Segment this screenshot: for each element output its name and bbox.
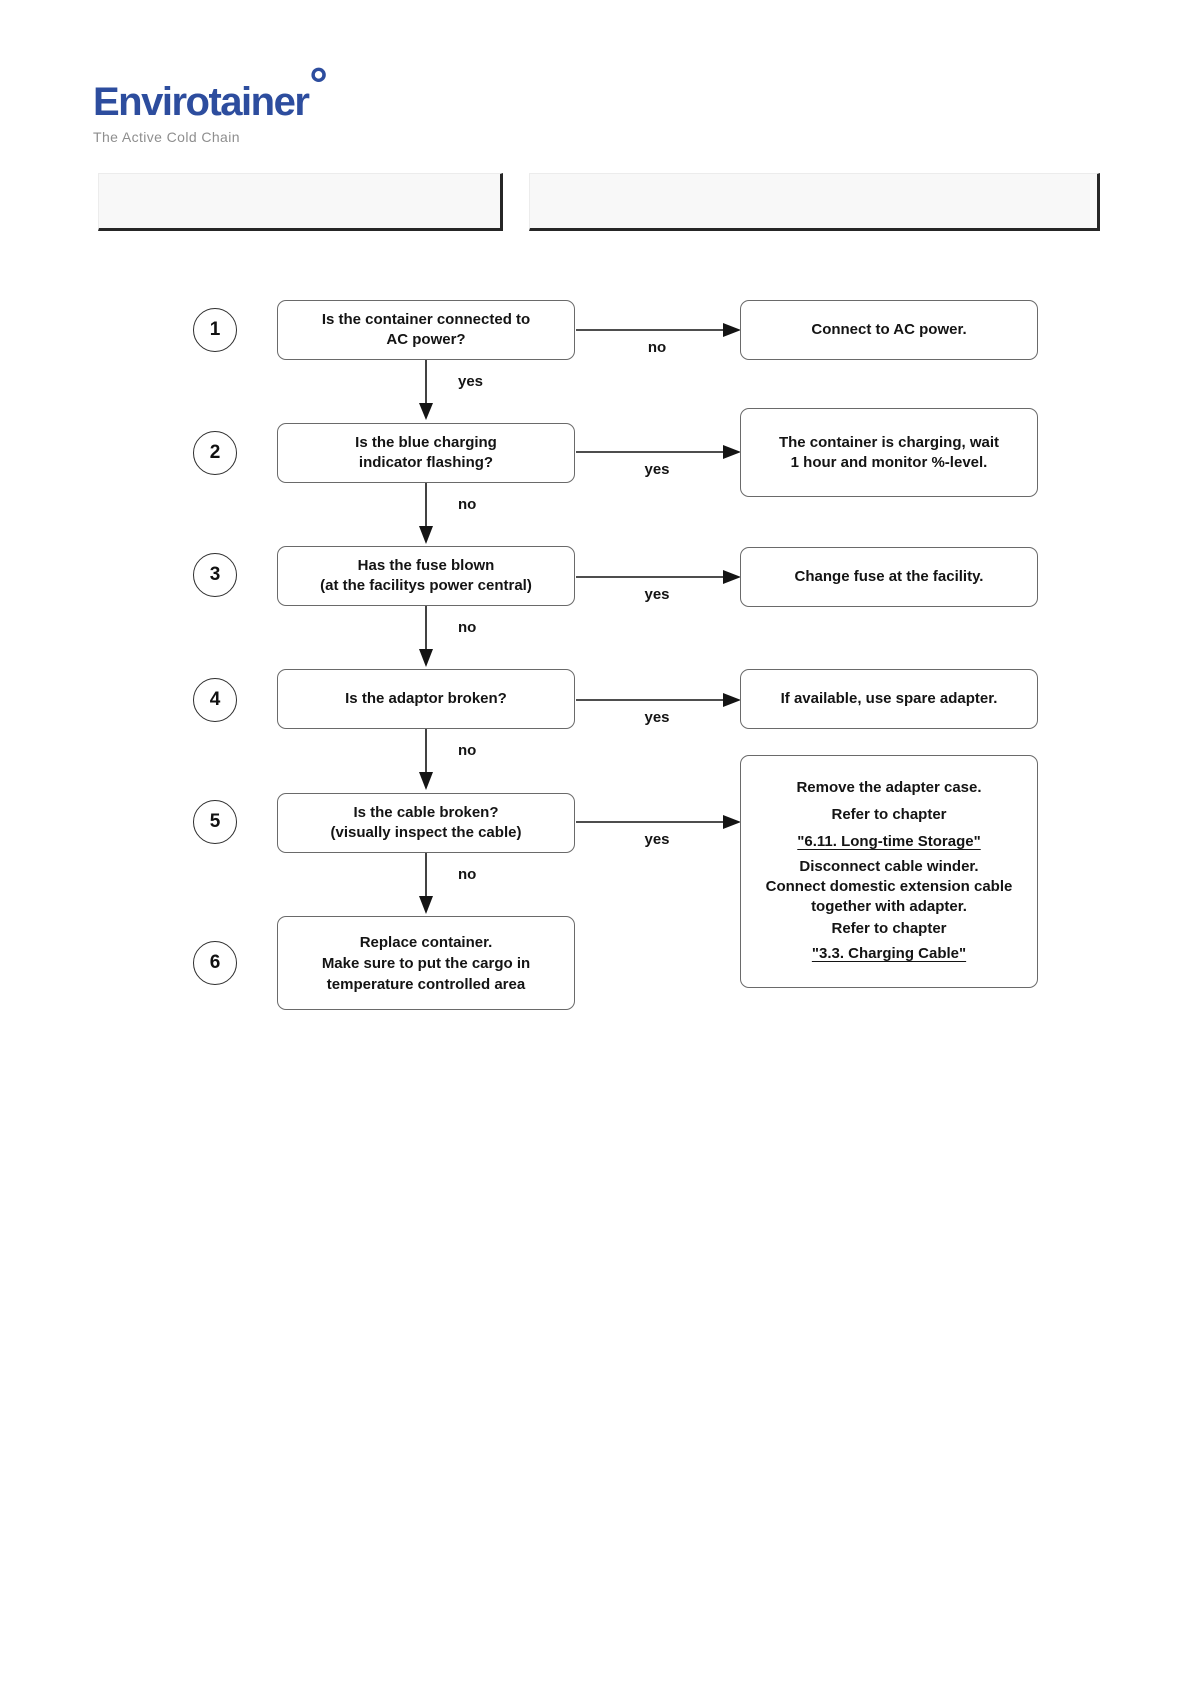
answer-box-5: Remove the adapter case. Refer to chapte… [740, 755, 1038, 988]
arrow-step4-right [576, 693, 741, 707]
question-box-6: Replace container. Make sure to put the … [277, 916, 575, 1010]
down-label-step5: no [458, 866, 477, 883]
arrow-step5-down [419, 853, 433, 914]
envirotainer-logo: Envirotainer° The Active Cold Chain [93, 61, 328, 145]
chapter-link-long-time-storage[interactable]: "6.11. Long-time Storage" [797, 833, 981, 850]
down-label-step4: no [458, 742, 477, 759]
answer-box-4: If available, use spare adapter. [740, 669, 1038, 729]
question-box-1: Is the container connected to AC power? [277, 300, 575, 360]
header-bar-left [98, 173, 503, 231]
step-number-3: 3 [193, 553, 237, 597]
arrow-step3-right [576, 570, 741, 584]
logo-degree-mark: ° [309, 58, 328, 110]
answer-box-3: Change fuse at the facility. [740, 547, 1038, 607]
arrow-step5-right [576, 815, 741, 829]
question-box-3: Has the fuse blown (at the facilitys pow… [277, 546, 575, 606]
answer-box-1: Connect to AC power. [740, 300, 1038, 360]
step-number-1: 1 [193, 308, 237, 352]
step-number-2: 2 [193, 431, 237, 475]
arrow-step1-down [419, 360, 433, 420]
down-label-step3: no [458, 619, 477, 636]
question-box-5: Is the cable broken? (visually inspect t… [277, 793, 575, 853]
arrow-step1-right [576, 323, 741, 337]
arrow-step2-right [576, 445, 741, 459]
question-box-2: Is the blue charging indicator flashing? [277, 423, 575, 483]
step-number-4: 4 [193, 678, 237, 722]
chapter-link-charging-cable[interactable]: "3.3. Charging Cable" [811, 945, 967, 962]
down-label-step2: no [458, 496, 477, 513]
logo-wordmark: Envirotainer [93, 80, 310, 124]
branch-label-step4: yes [644, 709, 670, 726]
branch-label-step2: yes [644, 461, 670, 478]
arrow-step4-down [419, 729, 433, 790]
branch-label-step3: yes [644, 586, 670, 603]
arrow-step2-down [419, 483, 433, 544]
question-box-4: Is the adaptor broken? [277, 669, 575, 729]
down-label-step1: yes [458, 373, 484, 390]
step-number-5: 5 [193, 800, 237, 844]
logo-tagline: The Active Cold Chain [93, 129, 240, 145]
step-number-6: 6 [193, 941, 237, 985]
branch-label-step5: yes [644, 831, 670, 848]
branch-label-step1: no [647, 339, 667, 356]
arrow-step3-down [419, 606, 433, 667]
header-bar-right [529, 173, 1100, 231]
answer-box-2: The container is charging, wait 1 hour a… [740, 408, 1038, 497]
